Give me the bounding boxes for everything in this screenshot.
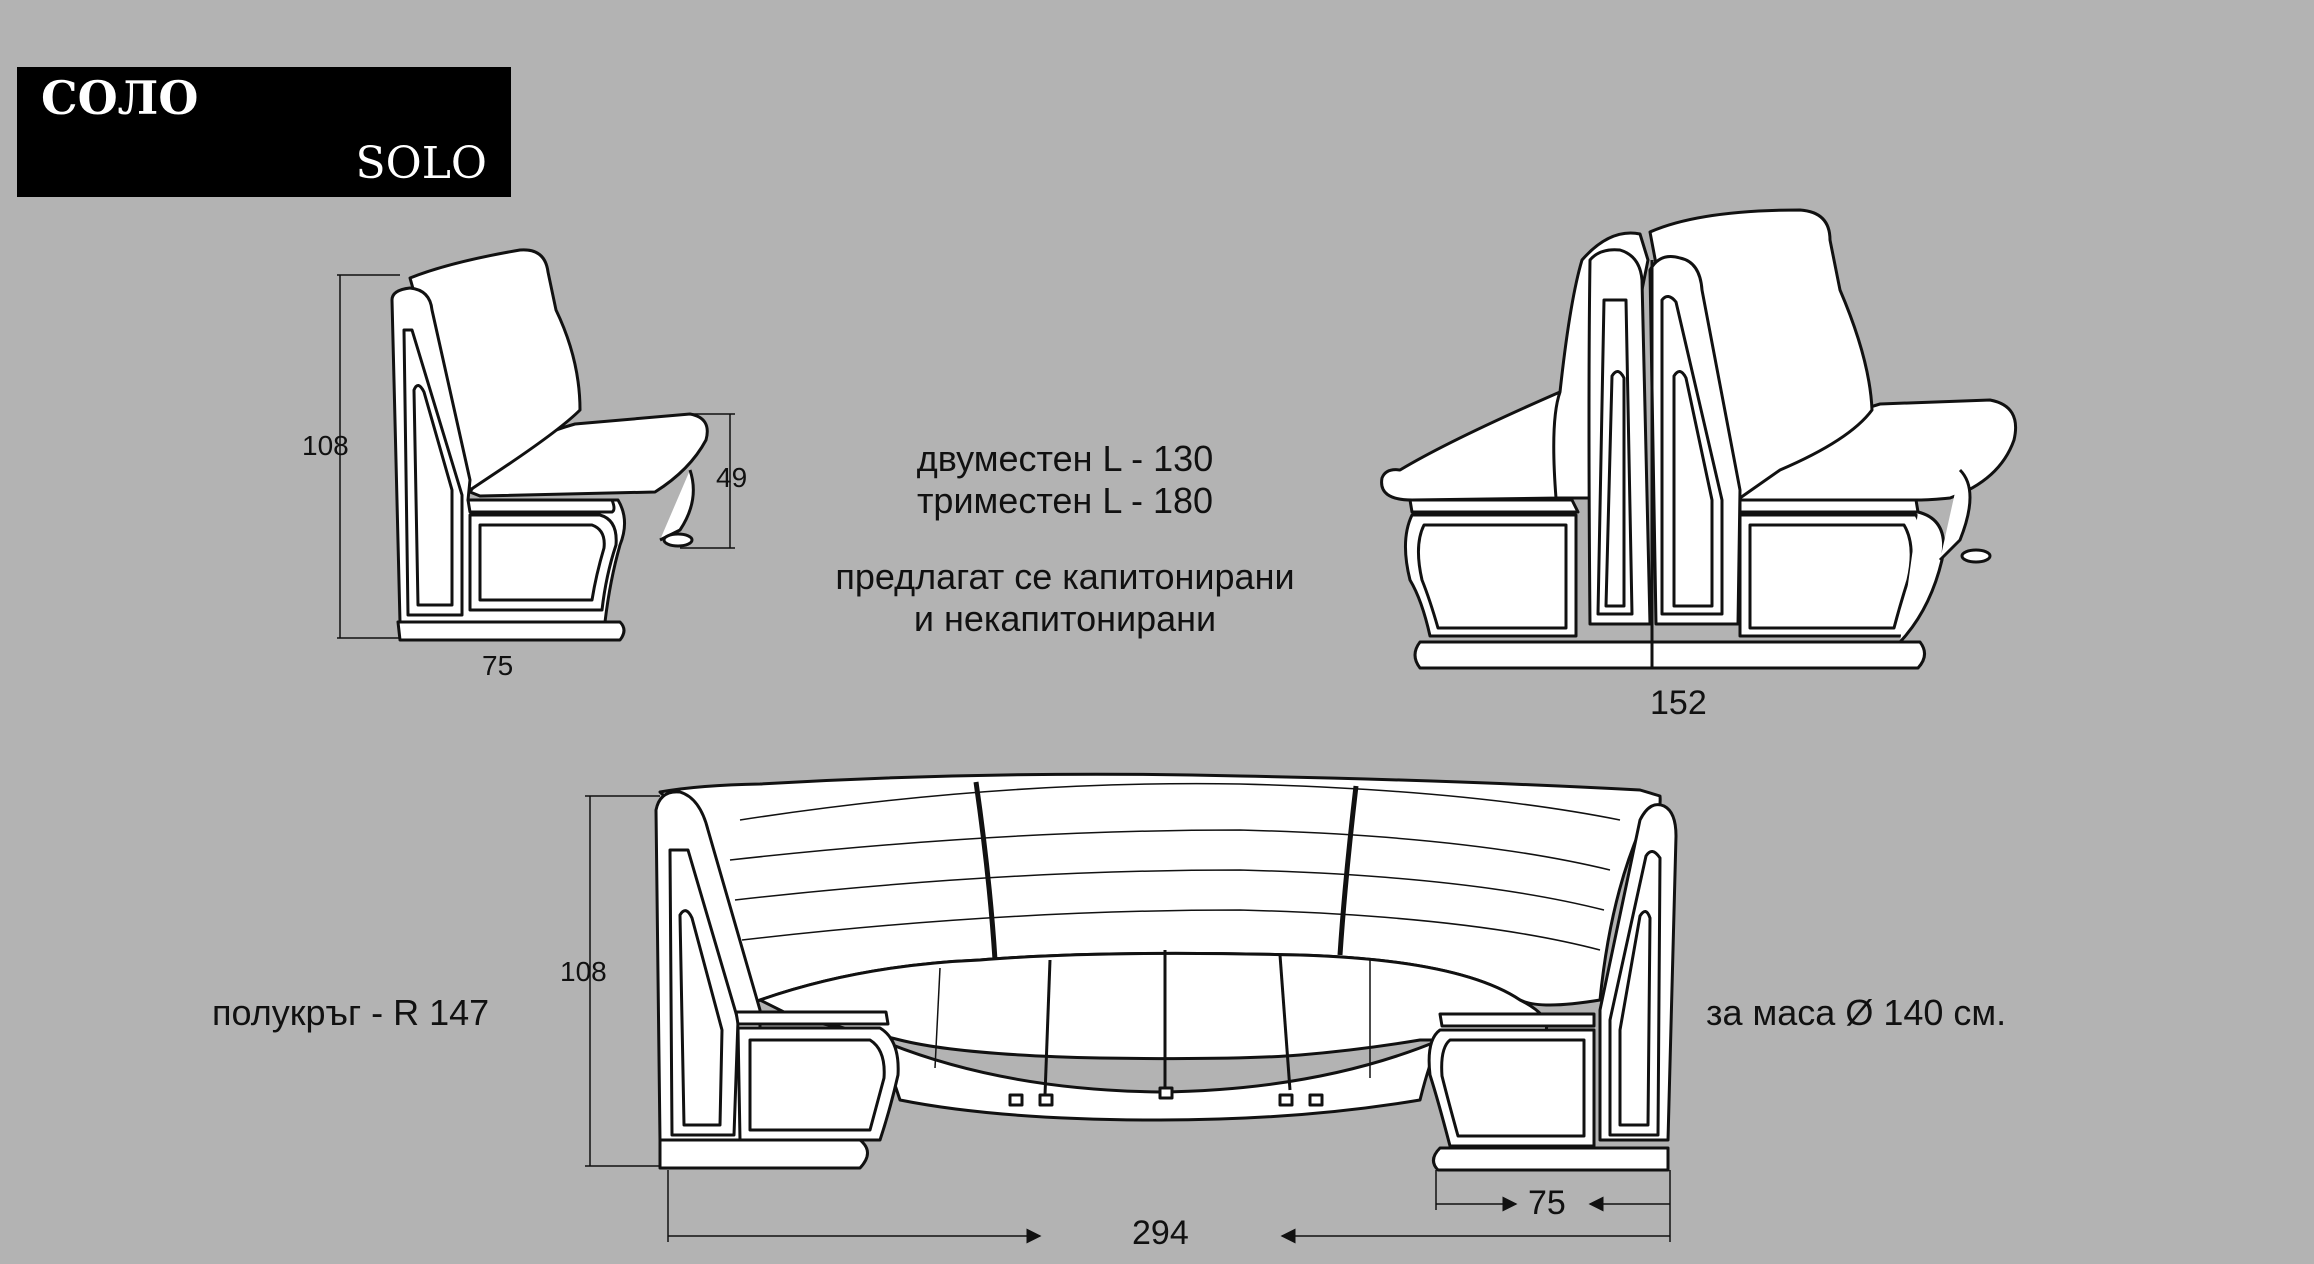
table-diameter-note: за маса Ø 140 см.	[1706, 992, 2007, 1033]
double-seat-depth-label: 152	[1650, 684, 1707, 722]
variant-two-seater: двуместен L - 130	[916, 438, 1214, 479]
title-banner: СОЛО SOLO	[17, 67, 511, 197]
variants-text-block: двуместен L - 130 триместен L - 180 пред…	[800, 438, 1330, 640]
single-seat-drawing	[392, 250, 707, 640]
semicircle-width-label: 294	[1132, 1214, 1189, 1252]
semicircle-height-label: 108	[560, 956, 607, 987]
single-seat-depth-label: 75	[482, 650, 514, 681]
double-seat-drawing	[1382, 210, 2016, 668]
semicircle-radius-label: полукръг - R 147	[212, 992, 490, 1033]
semicircle-depth-label: 75	[1528, 1184, 1566, 1222]
variant-untufted-note: и некапитонирани	[913, 598, 1217, 639]
title-cyrillic: СОЛО	[41, 71, 199, 125]
semicircle-sofa-drawing	[656, 774, 1676, 1170]
single-seat-seat-height-label: 49	[716, 462, 748, 493]
single-seat-dimensions	[337, 275, 735, 638]
single-seat-height-label: 108	[302, 430, 349, 461]
semicircle-dimensions	[585, 796, 1670, 1244]
title-latin: SOLO	[355, 138, 487, 189]
variant-tufted-note: предлагат се капитонирани	[835, 556, 1295, 597]
variant-three-seater: триместен L - 180	[916, 480, 1214, 521]
